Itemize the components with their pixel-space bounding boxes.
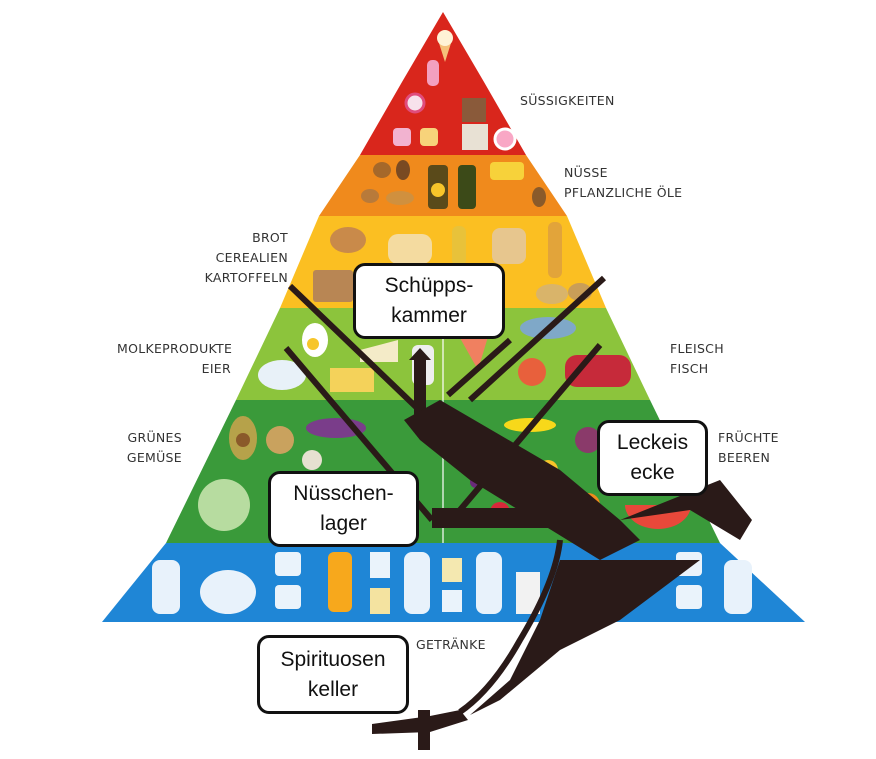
tier-label-dairy: MOLKEPRODUKTE EIER [117, 339, 233, 379]
tunnel-lower-shaft [470, 560, 700, 715]
tier-label-line: NÜSSE [564, 165, 608, 180]
room-label-line: ecke [630, 461, 675, 484]
tier-label-line: KARTOFFELN [204, 270, 288, 285]
tier-label-line: FRÜCHTE [718, 430, 779, 445]
tier-label-line: BEEREN [718, 450, 771, 465]
tier-label-line: PFLANZLICHE ÖLE [564, 185, 683, 200]
room-label-line: Spirituosen [280, 647, 386, 671]
tier-label-vegetables: GRÜNES GEMÜSE [122, 428, 182, 468]
tier-label-line: BROT [252, 230, 288, 245]
tier-label-bread: BROT CEREALIEN KARTOFFELN [200, 228, 288, 288]
tier-label-line: GEMÜSE [126, 450, 182, 465]
tier-label-line: EIER [201, 361, 231, 376]
room-box-nuesschen: Nüsschen- lager [268, 471, 419, 547]
tier-label-nuts: NÜSSE PFLANZLICHE ÖLE [564, 163, 682, 203]
burrow-tunnels [283, 275, 752, 750]
tier-label-meat: FLEISCH FISCH [670, 339, 724, 379]
tier-label-line: GETRÄNKE [416, 637, 486, 652]
dairy-meat-icons [258, 317, 631, 392]
sweets-icons [393, 30, 517, 151]
nuts-icons [361, 160, 546, 209]
tier-label-drinks: GETRÄNKE [416, 635, 486, 655]
tunnel-up-arrow [409, 348, 431, 420]
tier-label-line: FISCH [670, 361, 709, 376]
room-box-schuepps: Schüpps- kammer [353, 263, 505, 339]
tier-label-line: MOLKEPRODUKTE [117, 341, 233, 356]
tier-label-line: SÜSSIGKEITEN [520, 93, 615, 108]
room-label-line: kammer [391, 304, 467, 327]
room-label-line: lager [320, 512, 367, 535]
tunnel-branch-left [432, 508, 560, 528]
tier-label-line: GRÜNES [127, 430, 182, 445]
bread-icons [313, 222, 592, 304]
room-label-line: keller [307, 677, 359, 701]
room-label-line: Nüsschen- [293, 482, 394, 505]
room-label-line: Leckeis [616, 431, 689, 454]
tier-label-line: CEREALIEN [215, 250, 288, 265]
room-box-leckeis: Leckeis ecke [597, 420, 708, 496]
tunnel-main-shaft [404, 400, 640, 560]
tier-label-line: FLEISCH [670, 341, 724, 356]
room-box-spirituosen: Spirituosen keller [257, 635, 409, 714]
room-label-line: Schüpps- [384, 274, 474, 297]
tier-label-sweets: SÜSSIGKEITEN [520, 91, 615, 111]
tunnel-branch-right [620, 480, 752, 540]
tier-label-fruits: FRÜCHTE BEEREN [718, 428, 779, 468]
